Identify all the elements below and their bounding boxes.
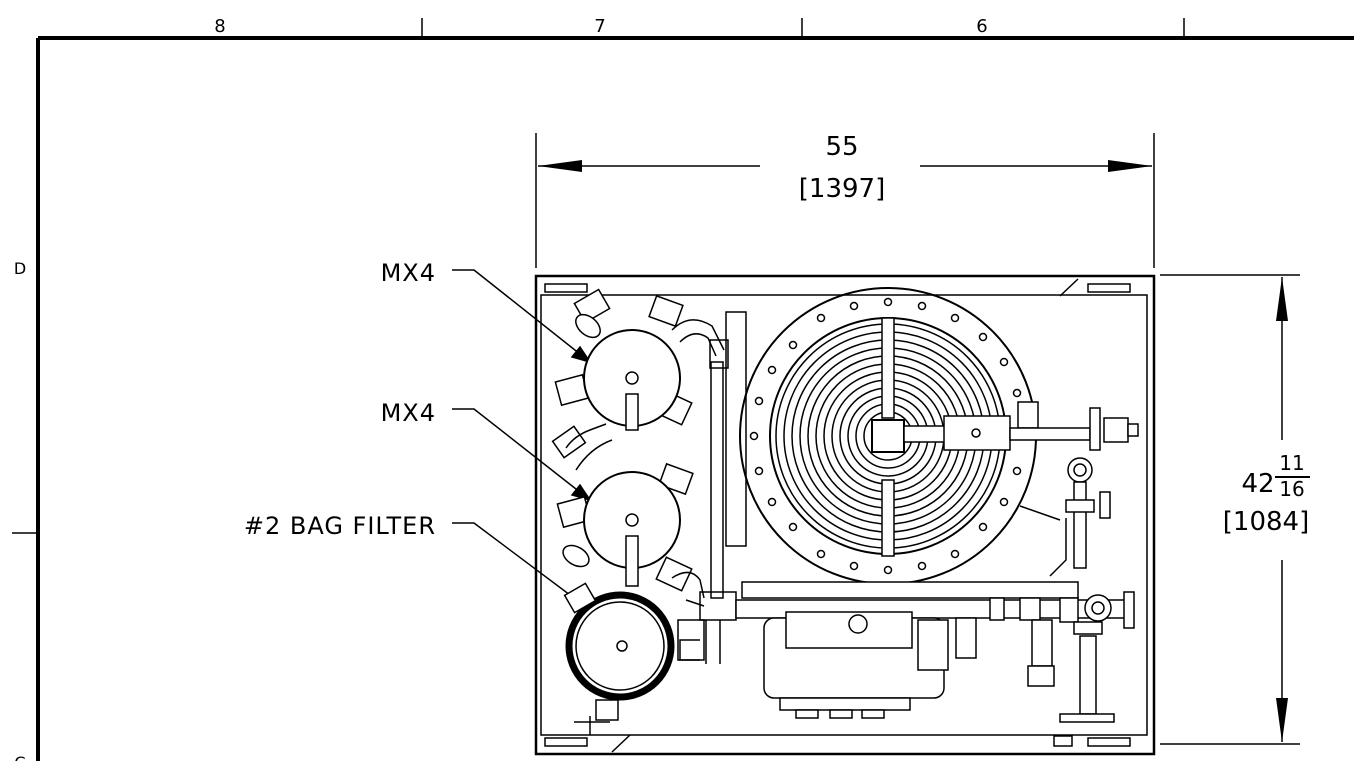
piping-left (565, 311, 747, 664)
pump-manifold (735, 581, 1135, 747)
callout-bag-filter: #2 BAG FILTER (244, 512, 436, 540)
zone-label-7: 7 (594, 16, 605, 37)
leader-mx4-upper (452, 269, 592, 364)
height-dimension (1160, 274, 1300, 745)
drawing-frame (12, 18, 1354, 761)
height-dim-whole: 42 (1241, 469, 1274, 499)
callout-mx4-lower: MX4 (381, 399, 436, 427)
bag-filter (563, 582, 705, 735)
width-dim-metric: [1397] (799, 174, 885, 204)
row-label-d: D (14, 259, 26, 278)
zone-label-8: 8 (214, 16, 225, 37)
callout-mx4-upper: MX4 (381, 259, 436, 287)
right-valve-assembly (903, 401, 1139, 577)
zone-label-6: 6 (976, 16, 987, 37)
height-dim-frac-num: 11 (1279, 451, 1304, 475)
width-dim-imperial: 55 (825, 132, 858, 162)
row-label-c: C (14, 753, 25, 761)
mx4-filter-lower (551, 425, 694, 592)
width-dimension (535, 133, 1155, 268)
height-dim-metric: [1084] (1223, 507, 1309, 537)
height-dim-frac-den: 16 (1279, 477, 1304, 501)
mx4-filter-upper (554, 288, 693, 431)
